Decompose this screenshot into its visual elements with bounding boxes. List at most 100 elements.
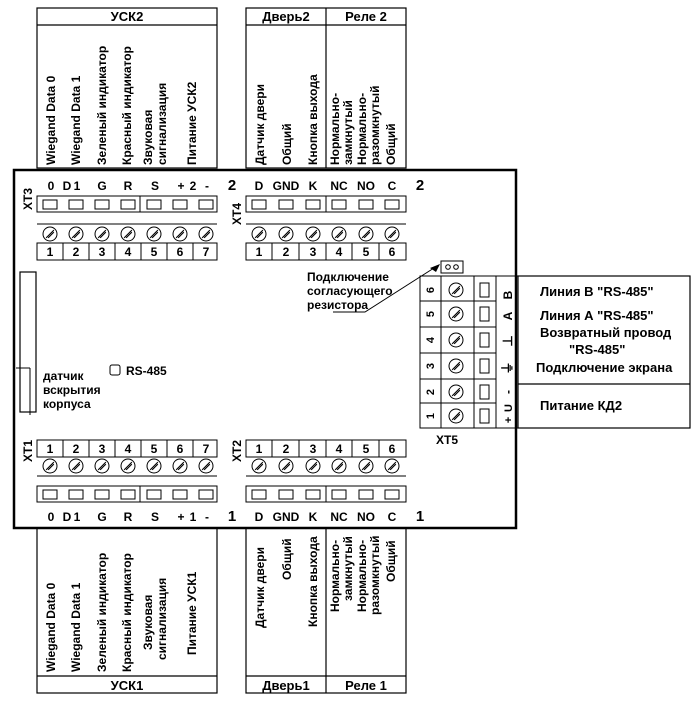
xt4-terminal-block xyxy=(358,199,374,210)
xt5-line-b-label: Линия В "RS-485" xyxy=(540,284,654,299)
xt1-terminal-block xyxy=(120,489,136,500)
xt2-pin-number: 1 xyxy=(256,442,263,456)
relay2-col-nc2: замкнутый xyxy=(341,100,355,165)
usk2-table: УСК2 Wiegand Data 0 Wiegand Data 1 Зелен… xyxy=(36,7,218,169)
door2-relay2-table: Дверь2 Реле 2 Датчик двери Общий Кнопка … xyxy=(245,7,407,169)
xt1-pin-number: 3 xyxy=(99,442,106,456)
xt3-terminal-block xyxy=(198,199,214,210)
xt4-screw-slot xyxy=(308,229,318,239)
xt4-terminal-block xyxy=(305,199,321,210)
xt2-signal: C xyxy=(388,510,397,524)
xt3-group-number: 2 xyxy=(228,177,236,194)
xt3-screw-slot xyxy=(97,229,107,239)
xt2-screw-slot xyxy=(283,463,291,471)
xt4-terminal-block xyxy=(384,199,400,210)
xt3-terminal-block xyxy=(94,199,110,210)
xt2-label: XT2 xyxy=(230,440,244,462)
xt5-screw-slot xyxy=(451,361,461,371)
xt5-pin-number: 6 xyxy=(425,287,437,293)
xt2-terminal-block xyxy=(384,489,400,500)
xt1-pin-number: 7 xyxy=(203,442,210,456)
xt4-pin-number: 2 xyxy=(283,245,290,259)
xt1-screw-slot xyxy=(177,463,185,471)
xt3-signal: 2 xyxy=(190,179,197,193)
xt1-terminal-block xyxy=(68,489,84,500)
usk1-col-red: Красный индикатор xyxy=(120,553,134,672)
xt4-terminal-block xyxy=(251,199,267,210)
xt4-pin-number: 1 xyxy=(256,245,263,259)
resistor-label-2: согласующего xyxy=(307,284,393,298)
xt3-screw-slot xyxy=(177,231,185,239)
xt5-screw-slot xyxy=(453,337,461,345)
usk2-col-wd0: Wiegand Data 0 xyxy=(44,75,58,165)
xt1-signal: - xyxy=(205,510,209,524)
xt3-screw-slot xyxy=(151,231,159,239)
xt5-line-a-label: Линия А "RS-485" xyxy=(540,308,654,323)
relay1-col-no1: Нормально- xyxy=(355,540,369,612)
xt4-screw-slot xyxy=(334,229,344,239)
xt5-signal-plus: + xyxy=(503,417,515,423)
usk2-col-green: Зеленый индикатор xyxy=(95,46,109,165)
usk2-col-wd1: Wiegand Data 1 xyxy=(69,75,83,165)
xt5-signal-return: ⊥ xyxy=(500,335,515,346)
door1-col-common: Общий xyxy=(280,538,294,580)
xt5-screw-slot xyxy=(453,413,461,421)
xt3-signal: G xyxy=(97,179,106,193)
xt2-pin-number: 3 xyxy=(310,442,317,456)
xt2-signal: NC xyxy=(330,510,348,524)
xt3-pin-number: 6 xyxy=(177,245,184,259)
xt5-signal-u: U xyxy=(503,404,515,412)
xt3-label: XT3 xyxy=(21,188,35,210)
xt3-signal: D xyxy=(63,179,72,193)
xt5-return-label-2: "RS-485" xyxy=(569,342,625,357)
relay1-col-common: Общий xyxy=(384,540,398,582)
xt1-screw-slot xyxy=(149,461,159,471)
xt3-screw-slot xyxy=(201,229,211,239)
tamper-label-1: датчик xyxy=(43,369,85,383)
door2-title: Дверь2 xyxy=(262,9,309,24)
xt4-screw-slot xyxy=(256,231,264,239)
xt5-screw-slot xyxy=(453,363,461,371)
xt3-pin-number: 4 xyxy=(125,245,132,259)
xt1-screw-slot xyxy=(125,463,133,471)
door2-col-exit: Кнопка выхода xyxy=(306,74,320,165)
xt5-screw-slot xyxy=(453,311,461,319)
usk1-col-wd0: Wiegand Data 0 xyxy=(44,582,58,672)
xt3-signal: 0 xyxy=(48,179,55,193)
xt3-screw-slot xyxy=(45,229,55,239)
xt1-screw-slot xyxy=(45,461,55,471)
xt5-terminal-block xyxy=(479,332,490,348)
relay1-col-nc2: замкнутый xyxy=(341,536,355,601)
xt4-screw-slot xyxy=(387,229,397,239)
xt1-terminal-block xyxy=(146,489,162,500)
xt2-screw-slot xyxy=(389,463,397,471)
xt3-screw-slot xyxy=(203,231,211,239)
tamper-label-2: вскрытия xyxy=(43,383,101,397)
xt1-screw-slot xyxy=(99,463,107,471)
xt3-screw-slot xyxy=(99,231,107,239)
xt5-pin-number: 2 xyxy=(425,389,437,395)
xt1-terminal-block xyxy=(198,489,214,500)
xt1-signal: R xyxy=(124,510,133,524)
rs485-led: RS-485 xyxy=(109,364,167,378)
xt5-screw-slot xyxy=(451,309,461,319)
xt2-signal: GND xyxy=(273,510,300,524)
xt5-terminal-block xyxy=(479,358,490,374)
xt4-pin-number: 5 xyxy=(363,245,370,259)
xt2-screw-slot xyxy=(308,461,318,471)
xt4-screw-slot xyxy=(310,231,318,239)
xt1-label: XT1 xyxy=(21,440,35,462)
resistor-jumper: Подключение согласующего резистора xyxy=(307,260,464,313)
xt2-screw-slot xyxy=(363,463,371,471)
xt4-signal: K xyxy=(309,179,318,193)
xt1-signal: G xyxy=(97,510,106,524)
usk2-col-sound1: Звуковая xyxy=(141,110,155,165)
xt1-signal: + xyxy=(177,510,184,524)
xt5-power-label: Питание КД2 xyxy=(540,398,622,413)
xt5-pin-number: 1 xyxy=(425,413,437,419)
xt2-pin-number: 6 xyxy=(389,442,396,456)
xt1-screw-slot xyxy=(97,461,107,471)
